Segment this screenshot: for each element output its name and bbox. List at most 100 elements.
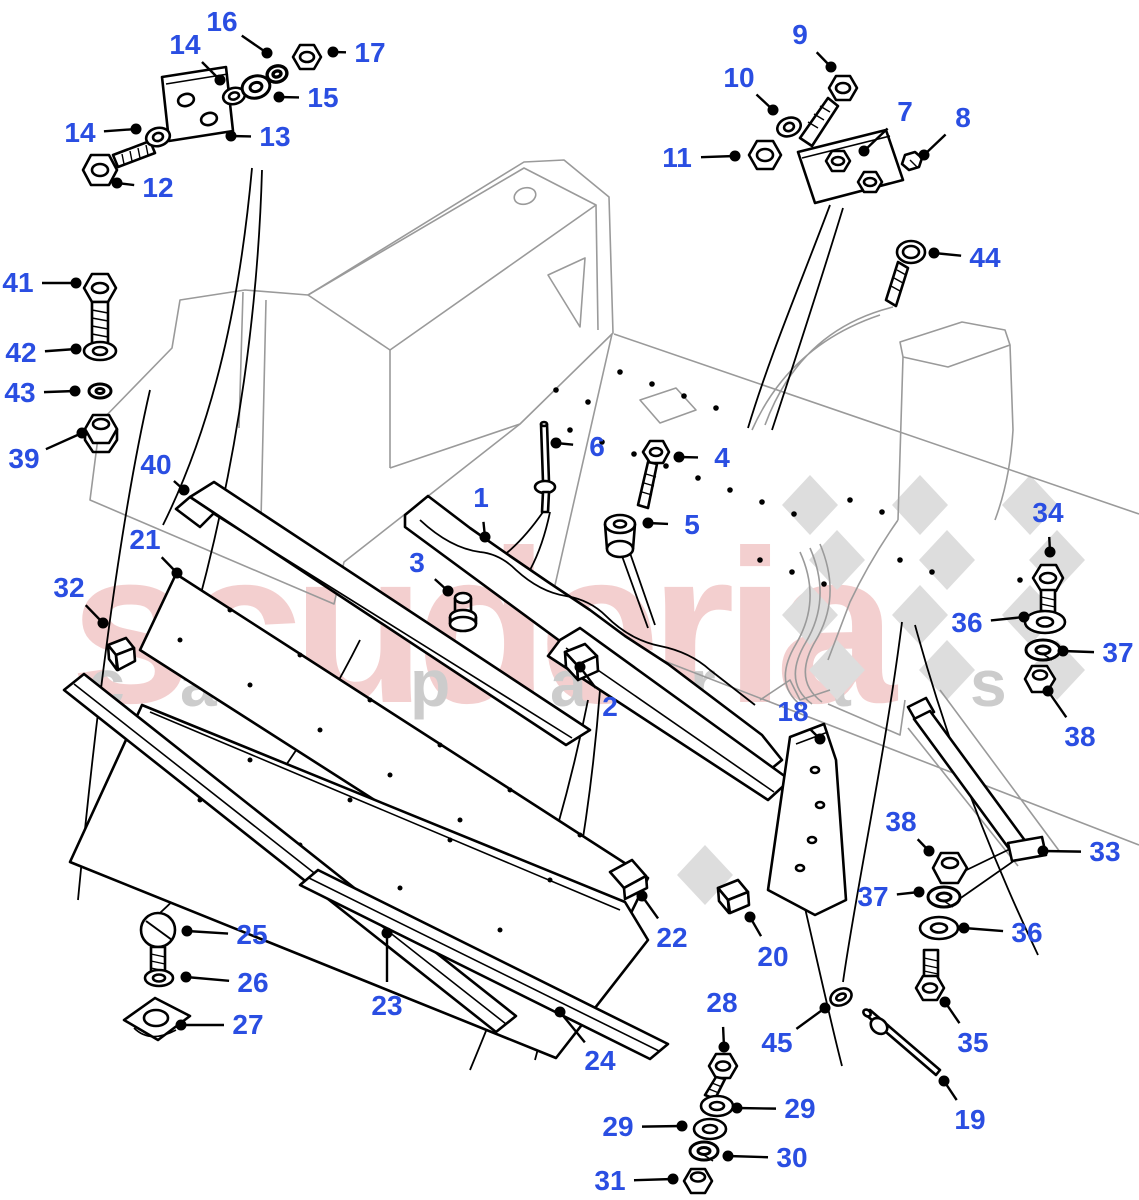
leader-dot-36	[958, 922, 970, 934]
leader-dot-27	[175, 1019, 187, 1031]
leader-line-24	[559, 1011, 586, 1044]
leader-dot-24	[554, 1006, 566, 1018]
callout-label-8[interactable]: 8	[955, 102, 971, 133]
callout-label-20[interactable]: 20	[757, 941, 789, 972]
callout-label-41[interactable]: 41	[2, 267, 34, 298]
callout-label-1[interactable]: 1	[473, 482, 489, 513]
callout-label-14[interactable]: 14	[64, 117, 96, 148]
callout-label-38[interactable]: 38	[1064, 721, 1096, 752]
part-36-washer-lower	[918, 915, 960, 941]
callout-label-3[interactable]: 3	[409, 547, 425, 578]
callout-label-16[interactable]: 16	[206, 6, 238, 37]
part-20-block	[716, 878, 751, 915]
callout-label-4[interactable]: 4	[714, 442, 730, 473]
callout-label-37[interactable]: 37	[857, 881, 889, 912]
callout-label-6[interactable]: 6	[589, 431, 605, 462]
part-19-pin	[862, 1008, 942, 1077]
callout-label-33[interactable]: 33	[1089, 836, 1121, 867]
part-37-washer-upper	[1024, 638, 1062, 662]
leader-dot-35	[939, 996, 951, 1008]
callout-label-42[interactable]: 42	[5, 337, 37, 368]
callout-label-2[interactable]: 2	[602, 691, 618, 722]
part-29-washer-a	[699, 1094, 735, 1118]
callout-label-12[interactable]: 12	[142, 172, 174, 203]
floor-deck-outline	[547, 333, 1139, 867]
callout-label-27[interactable]: 27	[232, 1009, 264, 1040]
leader-dot-3	[442, 585, 454, 597]
callout-label-45[interactable]: 45	[761, 1027, 793, 1058]
checker-diamond	[782, 585, 838, 645]
callout-label-43[interactable]: 43	[4, 377, 36, 408]
callout-label-9[interactable]: 9	[792, 19, 808, 50]
callout-label-30[interactable]: 30	[776, 1142, 808, 1173]
leader-dot-8	[918, 149, 930, 161]
callout-label-10[interactable]: 10	[723, 62, 755, 93]
leader-dot-17	[327, 46, 339, 58]
part-8-rivet	[900, 150, 924, 172]
callout-label-18[interactable]: 18	[777, 696, 809, 727]
callout-label-19[interactable]: 19	[954, 1104, 986, 1135]
leader-dot-31	[667, 1173, 679, 1185]
part-22-clip	[608, 858, 649, 901]
leader-line-30	[727, 1154, 769, 1159]
part-38-nut-lower	[931, 851, 969, 885]
part-34-bolt	[1031, 563, 1065, 616]
parts-layer	[62, 43, 1067, 1195]
wheelarch-outline	[827, 321, 1014, 661]
callout-label-15[interactable]: 15	[307, 82, 339, 113]
callout-label-25[interactable]: 25	[236, 919, 268, 950]
callout-label-26[interactable]: 26	[237, 967, 269, 998]
callout-label-44[interactable]: 44	[969, 242, 1001, 273]
part-42-washer	[82, 340, 118, 362]
leader-dot-2	[574, 661, 586, 673]
callout-label-13[interactable]: 13	[259, 121, 291, 152]
leader-dot-29	[676, 1120, 688, 1132]
part-23-strip	[62, 672, 518, 1034]
callout-label-31[interactable]: 31	[594, 1165, 626, 1196]
callout-label-7[interactable]: 7	[897, 96, 913, 127]
callout-label-28[interactable]: 28	[706, 987, 738, 1018]
callout-label-29[interactable]: 29	[784, 1093, 816, 1124]
leader-dot-22	[636, 890, 648, 902]
part-27-spire-clip	[122, 996, 192, 1042]
callout-label-39[interactable]: 39	[8, 443, 40, 474]
part-2-block	[563, 642, 600, 682]
callout-label-11[interactable]: 11	[662, 142, 692, 173]
callout-leaders	[42, 34, 1095, 1185]
callout-label-36[interactable]: 36	[1011, 917, 1043, 948]
callout-label-24[interactable]: 24	[584, 1045, 616, 1076]
leader-dot-43	[69, 385, 81, 397]
seatbox-outline	[89, 159, 614, 605]
reference-curves	[77, 167, 1039, 1071]
callout-label-14[interactable]: 14	[169, 29, 201, 60]
leader-line-29	[641, 1124, 683, 1128]
callout-label-22[interactable]: 22	[656, 922, 688, 953]
part-28-bolt	[703, 1052, 739, 1101]
part-12-bolt	[81, 139, 157, 187]
leader-dot-5	[642, 517, 654, 529]
callout-label-17[interactable]: 17	[354, 37, 386, 68]
callout-label-34[interactable]: 34	[1032, 497, 1064, 528]
callout-label-36[interactable]: 36	[951, 607, 983, 638]
part-16-washer	[265, 64, 289, 84]
part-26-washer	[143, 968, 175, 988]
part-7-nut-plate	[796, 128, 905, 205]
leader-dot-21	[171, 567, 183, 579]
part-35-bolt	[914, 948, 946, 1002]
callout-label-5[interactable]: 5	[684, 509, 700, 540]
callout-label-38[interactable]: 38	[885, 806, 917, 837]
leader-dot-38	[923, 845, 935, 857]
callout-label-21[interactable]: 21	[129, 524, 161, 555]
part-30-spring-washer	[688, 1140, 720, 1162]
callout-label-37[interactable]: 37	[1102, 637, 1134, 668]
callout-label-29[interactable]: 29	[602, 1111, 634, 1142]
part-17-nut	[291, 43, 323, 71]
callout-label-32[interactable]: 32	[53, 572, 85, 603]
callout-label-40[interactable]: 40	[140, 449, 172, 480]
callout-label-23[interactable]: 23	[371, 990, 403, 1021]
part-29-washer-b	[692, 1117, 728, 1141]
callout-label-35[interactable]: 35	[957, 1027, 989, 1058]
part-9-bolt	[798, 74, 859, 148]
checker-diamond	[782, 475, 838, 535]
